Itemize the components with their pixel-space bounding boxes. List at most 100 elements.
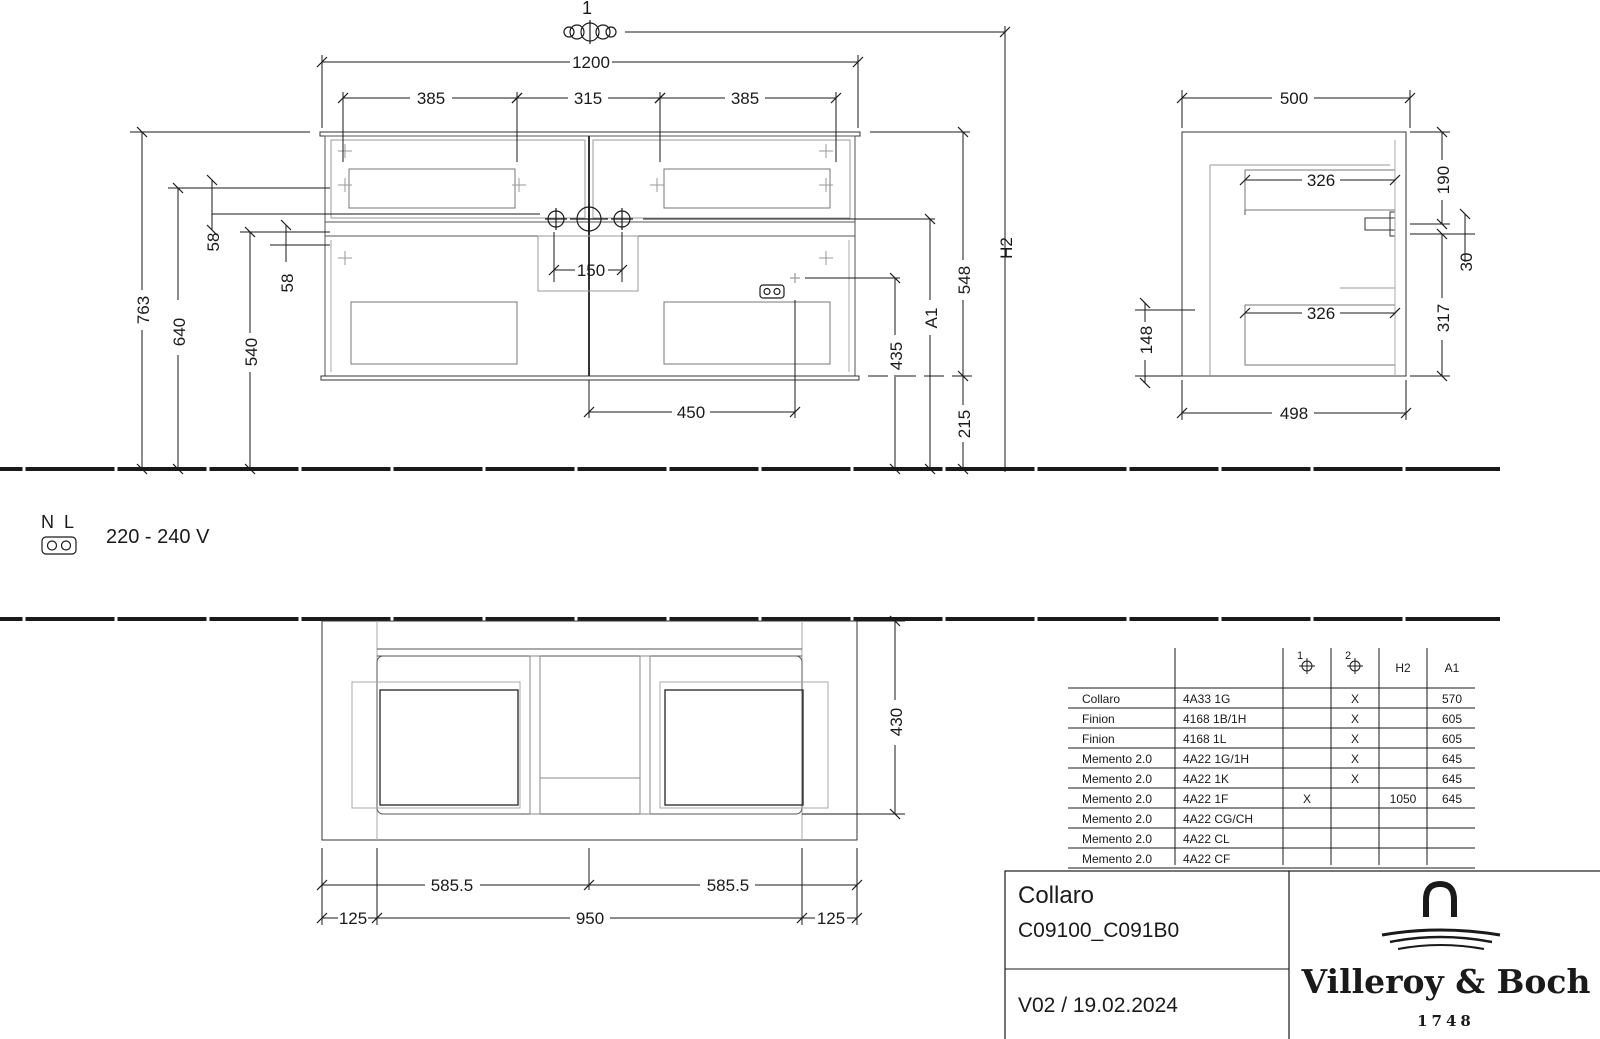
table-cell-series: Memento 2.0: [1082, 852, 1152, 866]
product-name: Collaro: [1018, 882, 1094, 909]
dim-58-upper: 58: [204, 233, 223, 252]
table-cell-series: Memento 2.0: [1082, 772, 1152, 786]
floor-line: [0, 466, 1500, 472]
dim-a1: A1: [922, 308, 941, 329]
table-row: Memento 2.0 4A22 CG/CH: [1082, 812, 1253, 826]
dim-430: 430: [887, 708, 906, 736]
dim-540: 540: [242, 338, 261, 366]
dim-500: 500: [1280, 89, 1308, 108]
table-cell-code: 4A22 CF: [1183, 852, 1230, 866]
dim-148: 148: [1137, 326, 1156, 354]
table-cell-code: 4A22 CG/CH: [1183, 812, 1253, 826]
top-view-cabinet: [321, 620, 858, 841]
dim-326-lower: 326: [1307, 304, 1335, 323]
dim-548: 548: [955, 266, 974, 294]
table-cell-c2: X: [1351, 752, 1359, 766]
table-row: Memento 2.0 4A22 1G/1H X 645: [1082, 752, 1462, 766]
dim-435: 435: [887, 342, 906, 370]
table-col2-symbol-icon: [1347, 658, 1363, 674]
front-view-cabinet: [319, 131, 861, 381]
socket-voltage: 220 - 240 V: [106, 526, 210, 548]
marker-1-symbol-icon: [563, 20, 617, 44]
table-cell-code: 4168 1B/1H: [1183, 712, 1246, 726]
dim-498: 498: [1280, 404, 1308, 423]
table-header-h2: H2: [1395, 661, 1411, 675]
table-cell-c2: X: [1351, 712, 1359, 726]
table-row: Memento 2.0 4A22 CL: [1082, 832, 1230, 846]
brand-name: Villeroy & Boch: [1301, 962, 1591, 1001]
table-cell-series: Memento 2.0: [1082, 832, 1152, 846]
table-cell-c2: X: [1351, 732, 1359, 746]
table-cell-a1: 570: [1442, 692, 1462, 706]
table-cell-h2: 1050: [1390, 792, 1417, 806]
tap-connections-icon: [545, 205, 633, 233]
dim-385-left: 385: [417, 89, 445, 108]
dim-30: 30: [1457, 253, 1476, 272]
dim-585-left: 585.5: [431, 876, 474, 895]
dim-763: 763: [134, 296, 153, 324]
version-date: V02 / 19.02.2024: [1018, 994, 1178, 1017]
dim-215: 215: [955, 410, 974, 438]
article-number: C09100_C091B0: [1018, 919, 1179, 942]
socket-nl-label: N L: [41, 512, 74, 532]
brand-year: 1748: [1417, 1012, 1475, 1030]
dim-h2: H2: [997, 237, 1016, 259]
dim-385-right: 385: [731, 89, 759, 108]
title-block: Collaro C09100_C091B0 V02 / 19.02.2024 V…: [1004, 870, 1600, 1039]
dim-125-right: 125: [817, 909, 845, 928]
table-header-col1: 1: [1297, 650, 1303, 662]
top-dimension-labels: 430 585.5 585.5 125 950 125: [339, 708, 906, 928]
table-row: Memento 2.0 4A22 1K X 645: [1082, 772, 1462, 786]
front-dimension-lines: [130, 26, 1011, 475]
table-col1-symbol-icon: [1299, 658, 1315, 674]
table-cell-code: 4168 1L: [1183, 732, 1227, 746]
dim-317: 317: [1434, 304, 1453, 332]
dim-950: 950: [576, 909, 604, 928]
dim-width-1200: 1200: [572, 53, 610, 72]
socket-legend-icon: [41, 536, 77, 555]
side-dimension-lines: [1135, 90, 1475, 420]
dim-640: 640: [170, 318, 189, 346]
table-cell-series: Finion: [1082, 712, 1115, 726]
table-cell-a1: 605: [1442, 712, 1462, 726]
table-header-a1: A1: [1445, 661, 1460, 675]
dim-450: 450: [677, 403, 705, 422]
table-header-col2: 2: [1345, 650, 1351, 662]
table-row: Memento 2.0 4A22 CF: [1082, 852, 1230, 866]
dim-326-upper: 326: [1307, 171, 1335, 190]
dim-585-right: 585.5: [707, 876, 750, 895]
dim-58-lower: 58: [278, 274, 297, 293]
top-dimension-lines: [316, 615, 905, 925]
table-cell-series: Collaro: [1082, 692, 1120, 706]
table-cell-series: Memento 2.0: [1082, 752, 1152, 766]
table-cell-a1: 605: [1442, 732, 1462, 746]
table-cell-series: Finion: [1082, 732, 1115, 746]
dim-150: 150: [577, 261, 605, 280]
table-cell-series: Memento 2.0: [1082, 812, 1152, 826]
dim-315: 315: [574, 89, 602, 108]
brand-logo-icon: [1381, 880, 1501, 950]
socket-legend: N L 220 - 240 V: [41, 512, 210, 555]
table-cell-code: 4A22 1K: [1183, 772, 1229, 786]
side-view-cabinet: [1181, 131, 1407, 377]
table-cell-c2: X: [1351, 692, 1359, 706]
table-cell-a1: 645: [1442, 752, 1462, 766]
table-cell-code: 4A22 1F: [1183, 792, 1228, 806]
side-dimension-labels: 500 498 326 326 190 30 317 148: [1137, 89, 1476, 423]
table-cell-a1: 645: [1442, 772, 1462, 786]
table-row: Finion 4168 1L X 605: [1082, 732, 1462, 746]
front-dimension-labels: 1 1200 385 315 385 763 640 540 58 58 150…: [134, 0, 1016, 438]
dim-190: 190: [1434, 166, 1453, 194]
marker-1-label: 1: [582, 0, 592, 18]
table-cell-c2: X: [1351, 772, 1359, 786]
table-cell-code: 4A22 1G/1H: [1183, 752, 1249, 766]
power-socket-icon: [759, 273, 800, 299]
table-row: Finion 4168 1B/1H X 605: [1082, 712, 1462, 726]
table-cell-code: 4A22 CL: [1183, 832, 1230, 846]
table-cell-c1: X: [1303, 792, 1311, 806]
dim-125-left: 125: [339, 909, 367, 928]
